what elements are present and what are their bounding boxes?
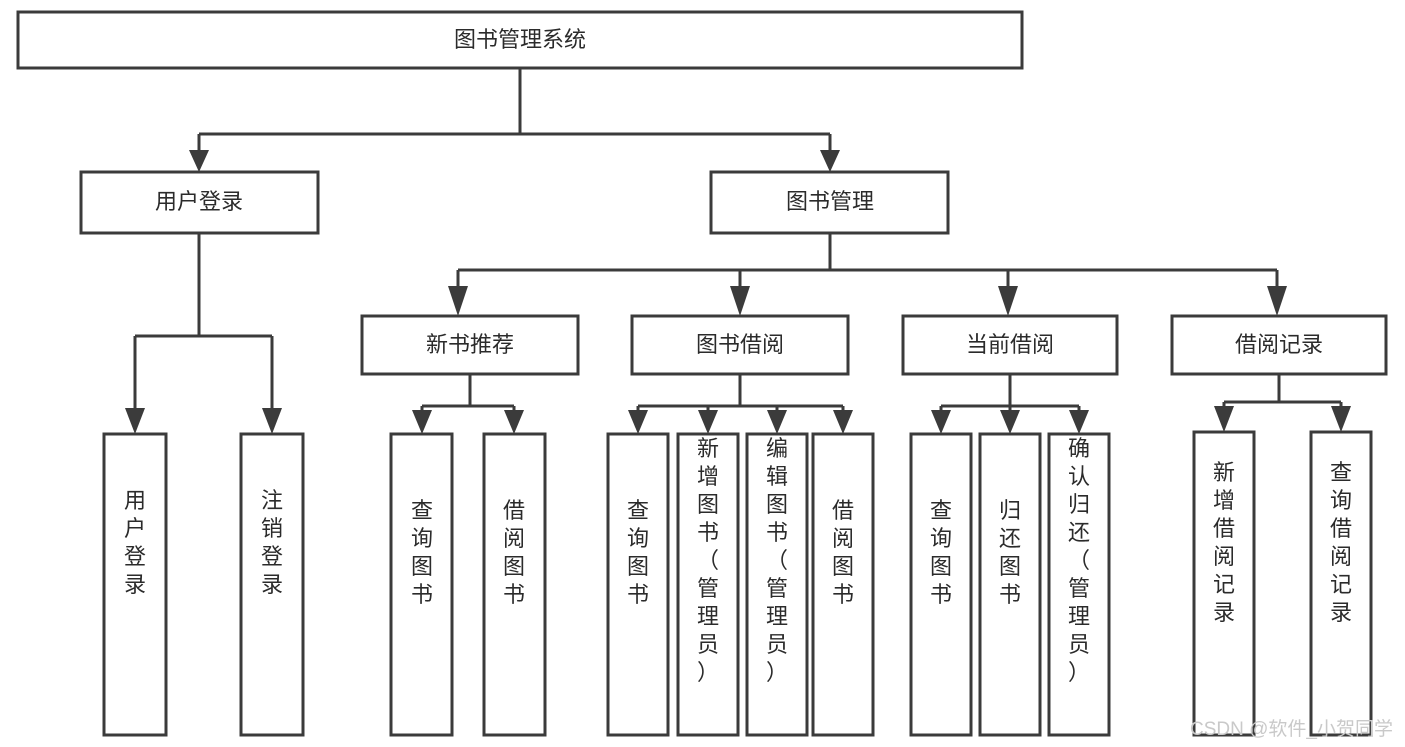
node-leaf-user-login[interactable]: 用户登录 — [102, 432, 168, 737]
node-leaf-add-record-label: 新增借阅记录 — [1213, 460, 1235, 625]
node-borrow-record[interactable]: 借阅记录 — [1170, 314, 1388, 376]
arrow-head-new-book-recommend — [448, 286, 468, 316]
node-book-manage[interactable]: 图书管理 — [709, 170, 950, 235]
node-root-label: 图书管理系统 — [454, 27, 586, 52]
node-leaf-logout-login-box[interactable] — [239, 432, 305, 737]
node-leaf-query-book-2-box[interactable] — [606, 432, 670, 737]
node-new-book-recommend-box[interactable] — [360, 314, 580, 376]
arrow-head-leaf-user-login — [125, 408, 145, 434]
arrow-head-user-login — [189, 150, 209, 172]
node-book-borrow-label: 图书借阅 — [696, 332, 784, 357]
node-leaf-return-book[interactable]: 归还图书 — [978, 432, 1042, 737]
node-root-box[interactable] — [16, 10, 1024, 70]
node-leaf-query-record-label: 查询借阅记录 — [1330, 460, 1352, 625]
arrow-head-current-borrow — [998, 286, 1018, 316]
node-new-book-recommend-label: 新书推荐 — [426, 332, 514, 357]
node-user-login-box[interactable] — [79, 170, 320, 235]
node-leaf-query-book-3[interactable]: 查询图书 — [909, 432, 973, 737]
node-leaf-add-book-box[interactable] — [676, 432, 740, 737]
arrow-head-leaf-logout-login — [262, 408, 282, 434]
arrow-head-leaf-return-book — [1000, 410, 1020, 434]
node-leaf-return-book-label: 归还图书 — [999, 498, 1021, 607]
node-current-borrow-box[interactable] — [901, 314, 1119, 376]
node-leaf-edit-book-label: 编辑图书（管理员） — [766, 436, 788, 685]
arrow-head-leaf-confirm-return — [1069, 410, 1089, 434]
node-leaf-borrow-book-2-label: 借阅图书 — [832, 498, 854, 607]
node-book-borrow[interactable]: 图书借阅 — [630, 314, 850, 376]
node-leaf-add-book[interactable]: 新增图书（管理员） — [676, 432, 740, 737]
arrow-head-leaf-query-book-3 — [931, 410, 951, 434]
node-leaf-query-book-1-box[interactable] — [389, 432, 454, 737]
node-leaf-logout-login-label: 注销登录 — [261, 488, 283, 597]
arrow-head-book-manage — [820, 150, 840, 172]
node-leaf-logout-login[interactable]: 注销登录 — [239, 432, 305, 737]
node-leaf-user-login-box[interactable] — [102, 432, 168, 737]
node-user-login-label: 用户登录 — [155, 189, 243, 214]
arrow-head-leaf-borrow-book-2 — [833, 410, 853, 434]
edge-layer — [125, 68, 1351, 434]
node-leaf-borrow-book-1-label: 借阅图书 — [503, 498, 525, 607]
node-leaf-borrow-book-1-box[interactable] — [482, 432, 547, 737]
node-current-borrow-label: 当前借阅 — [966, 332, 1054, 357]
node-leaf-confirm-return-box[interactable] — [1047, 432, 1111, 737]
node-leaf-query-record-box[interactable] — [1309, 430, 1373, 737]
csdn-watermark: CSDN @软件_小贺同学 — [1190, 718, 1393, 740]
node-root[interactable]: 图书管理系统 — [16, 10, 1024, 70]
node-book-borrow-box[interactable] — [630, 314, 850, 376]
node-leaf-query-book-2-label: 查询图书 — [627, 498, 649, 607]
node-leaf-query-book-3-box[interactable] — [909, 432, 973, 737]
arrow-head-leaf-add-book — [698, 410, 718, 434]
node-leaf-query-book-3-label: 查询图书 — [930, 498, 952, 607]
node-leaf-user-login-label: 用户登录 — [124, 488, 146, 597]
node-book-manage-label: 图书管理 — [786, 189, 874, 214]
node-leaf-add-record[interactable]: 新增借阅记录 — [1192, 430, 1256, 737]
node-leaf-add-record-box[interactable] — [1192, 430, 1256, 737]
arrow-head-book-borrow — [730, 286, 750, 316]
node-leaf-query-book-2[interactable]: 查询图书 — [606, 432, 670, 737]
node-book-manage-box[interactable] — [709, 170, 950, 235]
arrow-head-leaf-query-book-1 — [412, 410, 432, 434]
node-new-book-recommend[interactable]: 新书推荐 — [360, 314, 580, 376]
node-current-borrow[interactable]: 当前借阅 — [901, 314, 1119, 376]
arrow-head-leaf-borrow-book-1 — [504, 410, 524, 434]
node-leaf-edit-book-box[interactable] — [745, 432, 809, 737]
arrow-head-leaf-query-record — [1331, 406, 1351, 432]
node-leaf-borrow-book-2[interactable]: 借阅图书 — [811, 432, 875, 737]
arrow-head-borrow-record — [1267, 286, 1287, 316]
node-borrow-record-box[interactable] — [1170, 314, 1388, 376]
arrow-head-leaf-edit-book — [767, 410, 787, 434]
node-leaf-return-book-box[interactable] — [978, 432, 1042, 737]
arrow-head-leaf-query-book-2 — [628, 410, 648, 434]
node-leaf-add-book-label: 新增图书（管理员） — [697, 436, 719, 685]
node-leaf-confirm-return-label: 确认归还（管理员） — [1068, 436, 1090, 685]
node-leaf-query-record[interactable]: 查询借阅记录 — [1309, 430, 1373, 737]
node-leaf-edit-book[interactable]: 编辑图书（管理员） — [745, 432, 809, 737]
node-leaf-query-book-1[interactable]: 查询图书 — [389, 432, 454, 737]
arrow-head-leaf-add-record — [1214, 406, 1234, 432]
node-leaf-borrow-book-2-box[interactable] — [811, 432, 875, 737]
node-user-login[interactable]: 用户登录 — [79, 170, 320, 235]
node-leaf-query-book-1-label: 查询图书 — [411, 498, 433, 607]
node-leaf-borrow-book-1[interactable]: 借阅图书 — [482, 432, 547, 737]
node-leaf-confirm-return[interactable]: 确认归还（管理员） — [1047, 432, 1111, 737]
node-borrow-record-label: 借阅记录 — [1235, 332, 1323, 357]
